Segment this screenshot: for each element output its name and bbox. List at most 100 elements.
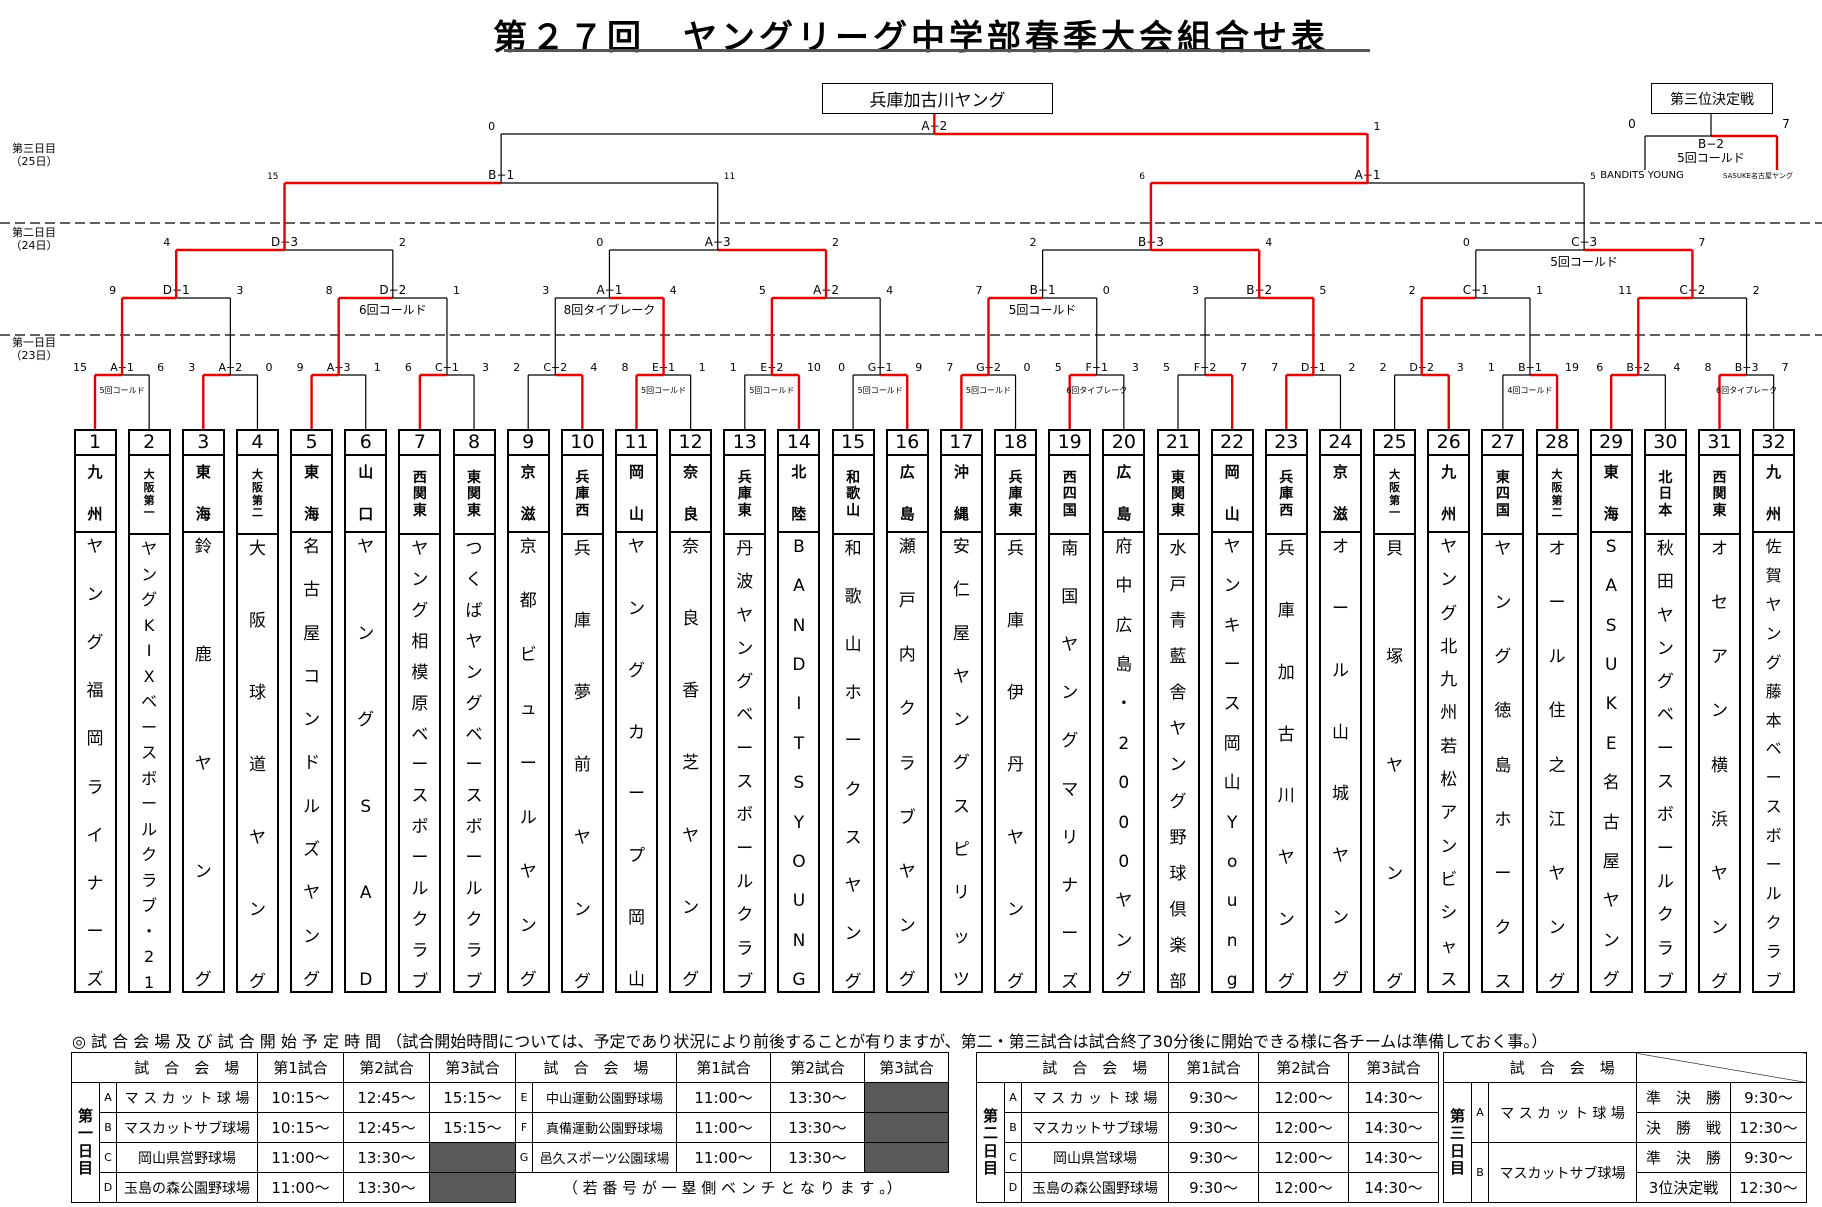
day-label-vertical: 第三日目 <box>1443 1082 1472 1203</box>
score-right: 19 <box>1565 361 1579 374</box>
team-region: 和歌山 <box>833 456 873 535</box>
score-right: 6 <box>157 361 164 374</box>
venue-letter: A <box>1471 1082 1489 1143</box>
header-game3: 第3試合 <box>864 1052 949 1083</box>
round-name: 準 決 勝 <box>1636 1082 1731 1113</box>
venue-name: 真備運動公園野球場 <box>532 1112 677 1143</box>
time-game3 <box>864 1112 949 1143</box>
score-right: 1 <box>699 361 706 374</box>
score-right: 1 <box>1374 120 1381 133</box>
team-name: 貝塚ヤング <box>1386 539 1404 992</box>
team-region: 九州 <box>1754 456 1794 533</box>
venue-letter: F <box>515 1112 533 1143</box>
team-region: 広島 <box>1104 456 1144 533</box>
score-right: 9 <box>915 361 922 374</box>
header-diagonal-cell <box>1636 1052 1807 1083</box>
team-name: オセアン横浜ヤング <box>1711 539 1728 992</box>
team-region: 兵庫西 <box>562 456 602 535</box>
team-region: 東関東 <box>454 456 494 535</box>
venue-letter: D <box>1004 1172 1022 1203</box>
score-left: 7 <box>1271 361 1278 374</box>
team-region: 東海 <box>183 456 223 533</box>
third-place-score-left: 0 <box>1628 117 1636 131</box>
team-number: 15 <box>833 431 873 456</box>
score-right: 11 <box>724 172 735 182</box>
team-name: 瀬戸内クラブヤング <box>898 537 916 990</box>
venue-name: 中山運動公園野球場 <box>532 1082 677 1113</box>
venue-letter: A <box>99 1082 117 1113</box>
time-game3: 15:15〜 <box>429 1082 516 1113</box>
game-note: 5回コールド <box>100 386 145 395</box>
game-note: 5回コールド <box>749 386 794 395</box>
score-left: 2 <box>1409 284 1416 297</box>
header-game3: 第3試合 <box>429 1052 516 1083</box>
venue-name: 岡山県営野球場 <box>116 1142 258 1173</box>
time-game1: 9:30〜 <box>1168 1172 1259 1203</box>
game-note: 5回コールド <box>1550 255 1618 269</box>
game-note: 6回コールド <box>359 303 427 317</box>
team-name: ヤング北九州若松アンビシャス <box>1440 537 1458 990</box>
game-note: 6回タイブレーク <box>1716 385 1777 395</box>
venue-name: 玉島の森公園野球場 <box>1021 1172 1169 1203</box>
team-number: 18 <box>996 431 1036 456</box>
venue-name: マ ス カ ッ ト 球 場 <box>116 1082 258 1113</box>
team-name: 兵庫加古川ヤング <box>1277 539 1295 992</box>
score-right: 2 <box>1348 361 1355 374</box>
score-left: 3 <box>188 361 195 374</box>
score-left: 9 <box>297 361 304 374</box>
time-game2: 12:00〜 <box>1258 1142 1349 1173</box>
team-region: 北日本 <box>1645 456 1685 535</box>
start-time: 9:30〜 <box>1730 1142 1807 1173</box>
start-time: 12:30〜 <box>1730 1172 1807 1203</box>
team-number: 12 <box>671 431 711 456</box>
score-left: 5 <box>759 284 766 297</box>
time-game3: 14:30〜 <box>1348 1172 1439 1203</box>
team-number: 26 <box>1429 431 1469 456</box>
game-note: 5回コールド <box>858 386 903 395</box>
start-time: 12:30〜 <box>1730 1112 1807 1143</box>
team-region: 京滋 <box>508 456 548 533</box>
score-left: 7 <box>946 361 953 374</box>
team-number: 23 <box>1266 431 1306 456</box>
team-number: 2 <box>129 431 169 456</box>
team-number: 7 <box>400 431 440 456</box>
team-region: 西関東 <box>400 456 440 535</box>
team-region: 西関東 <box>1700 456 1739 535</box>
team-name: 水戸青藍舎ヤング野球倶楽部 <box>1169 539 1187 992</box>
day-label: 第二日目 <box>12 225 56 239</box>
score-left: 9 <box>109 284 116 297</box>
score-right: 2 <box>1753 284 1760 297</box>
round-name: 決 勝 戦 <box>1636 1112 1731 1143</box>
team-number: 16 <box>887 431 927 456</box>
score-right: 4 <box>590 361 597 374</box>
score-right: 2 <box>399 236 406 249</box>
score-left: 3 <box>542 284 549 297</box>
team-region: 沖縄 <box>941 456 981 533</box>
venue-letter: B <box>1004 1112 1022 1143</box>
venue-letter: A <box>1004 1082 1022 1113</box>
score-right: 7 <box>1698 236 1705 249</box>
team-number: 31 <box>1700 431 1739 456</box>
team-name: オール山城ヤング <box>1331 537 1349 990</box>
score-right: 3 <box>482 361 489 374</box>
team-name: 秋田ヤングベースボールクラブ <box>1656 539 1674 992</box>
header-game3: 第3試合 <box>1348 1052 1439 1083</box>
round-name: 準 決 勝 <box>1636 1142 1731 1173</box>
schedule-day1-table: 試 合 会 場 第1試合 第2試合 第3試合 試 合 会 場 第1試合 第2試合… <box>71 1052 949 1203</box>
day-label: 第三日目 <box>12 141 56 155</box>
